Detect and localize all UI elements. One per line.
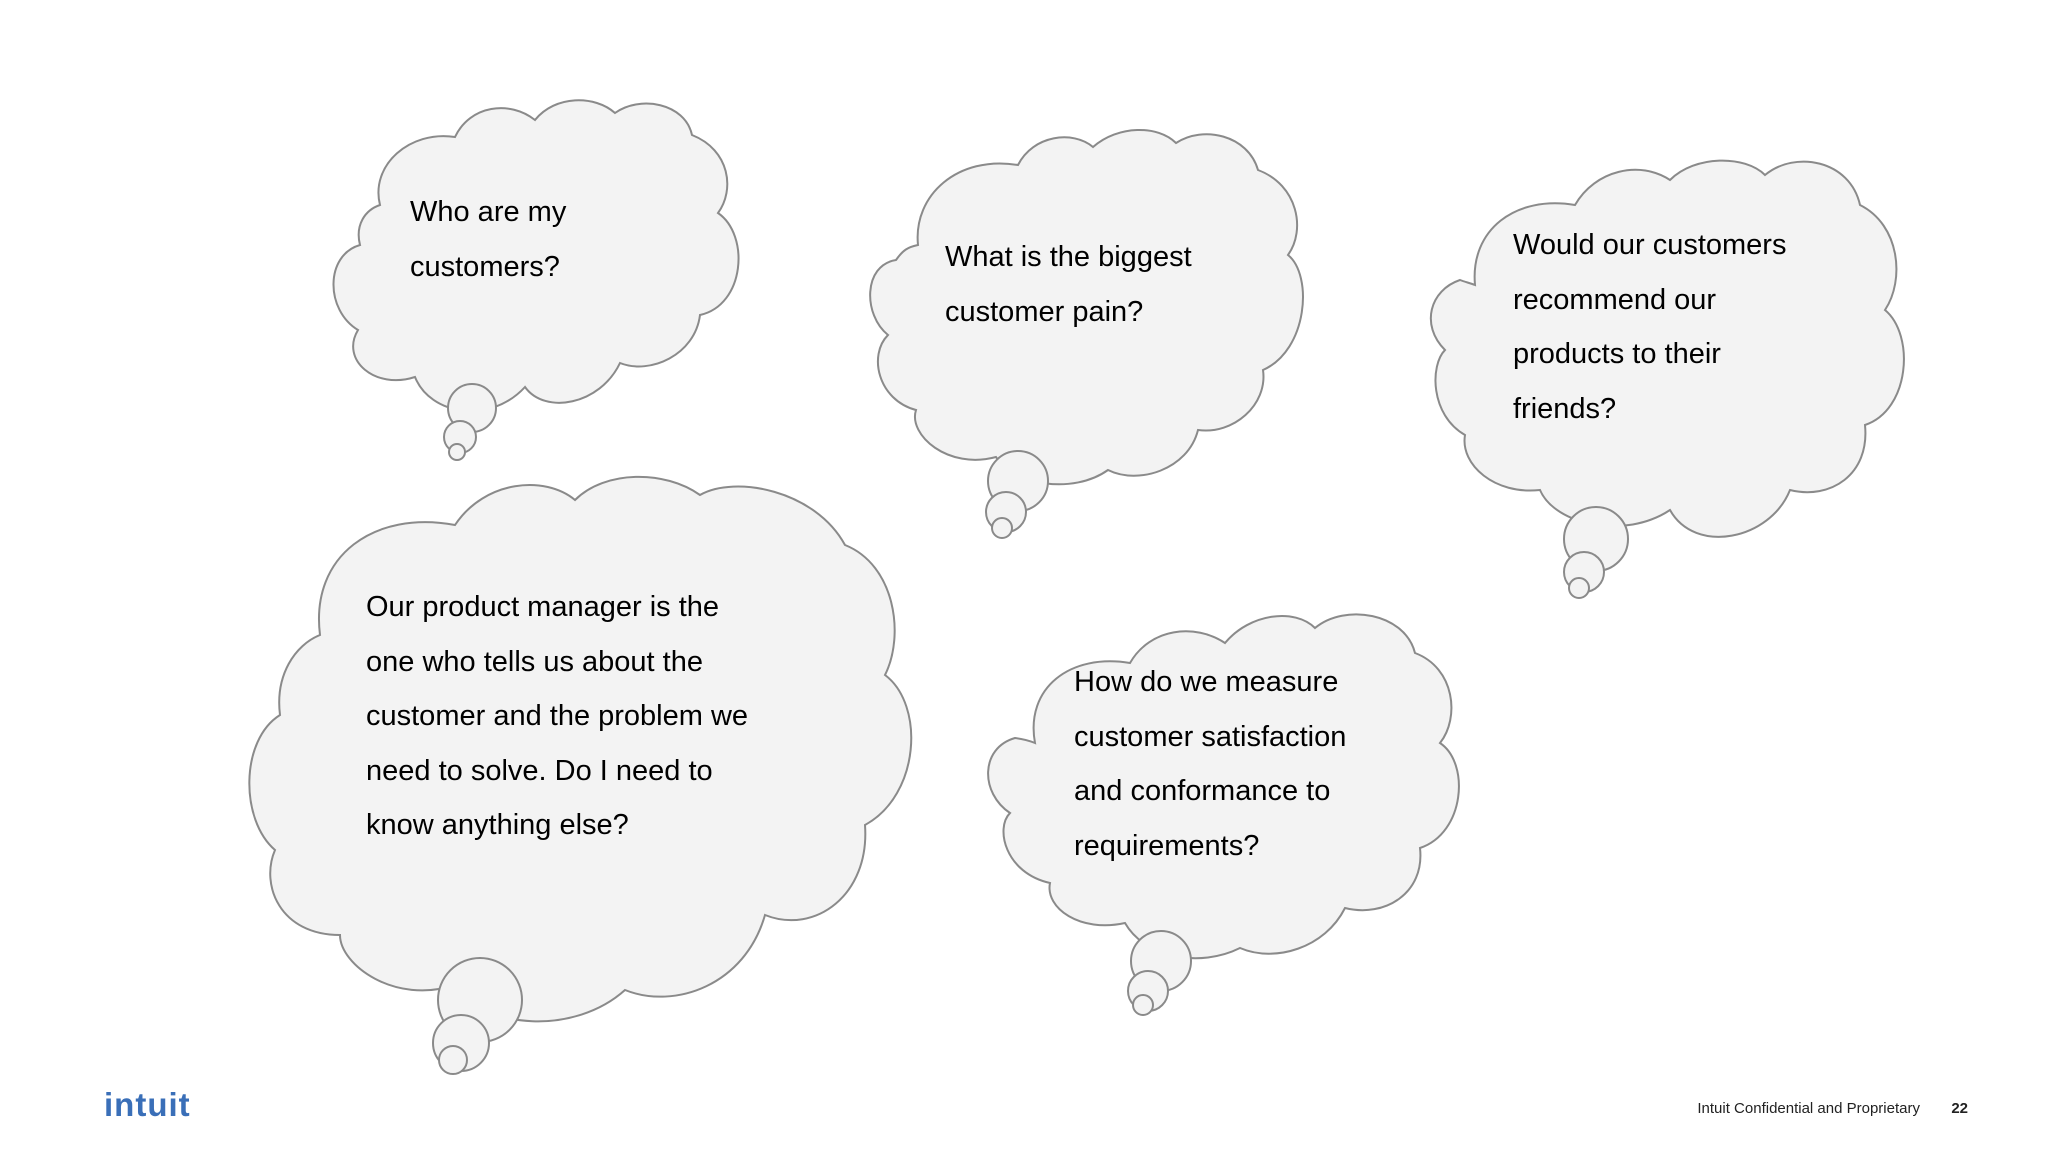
thought-cloud-1 xyxy=(332,99,740,461)
thought-cloud-3 xyxy=(1429,159,1905,599)
page-number: 22 xyxy=(1951,1100,1968,1117)
thought-cloud-5-text: How do we measure customer satisfaction … xyxy=(1074,666,1347,862)
thought-cloud-4-text: Our product manager is the one who tells… xyxy=(366,591,749,842)
thought-cloud-2 xyxy=(869,129,1304,539)
thought-cloud-3-text: Would our customers recommend our produc… xyxy=(1513,229,1787,425)
thought-cloud-2-text: What is the biggest customer pain? xyxy=(945,241,1192,328)
intuit-logo: intuit xyxy=(104,1086,191,1123)
confidential-note: Intuit Confidential and Proprietary xyxy=(1697,1100,1920,1117)
thought-cloud-5 xyxy=(987,613,1460,1016)
thought-cloud-1-text: Who are my customers? xyxy=(410,196,567,283)
thought-cloud-4 xyxy=(248,475,913,1075)
